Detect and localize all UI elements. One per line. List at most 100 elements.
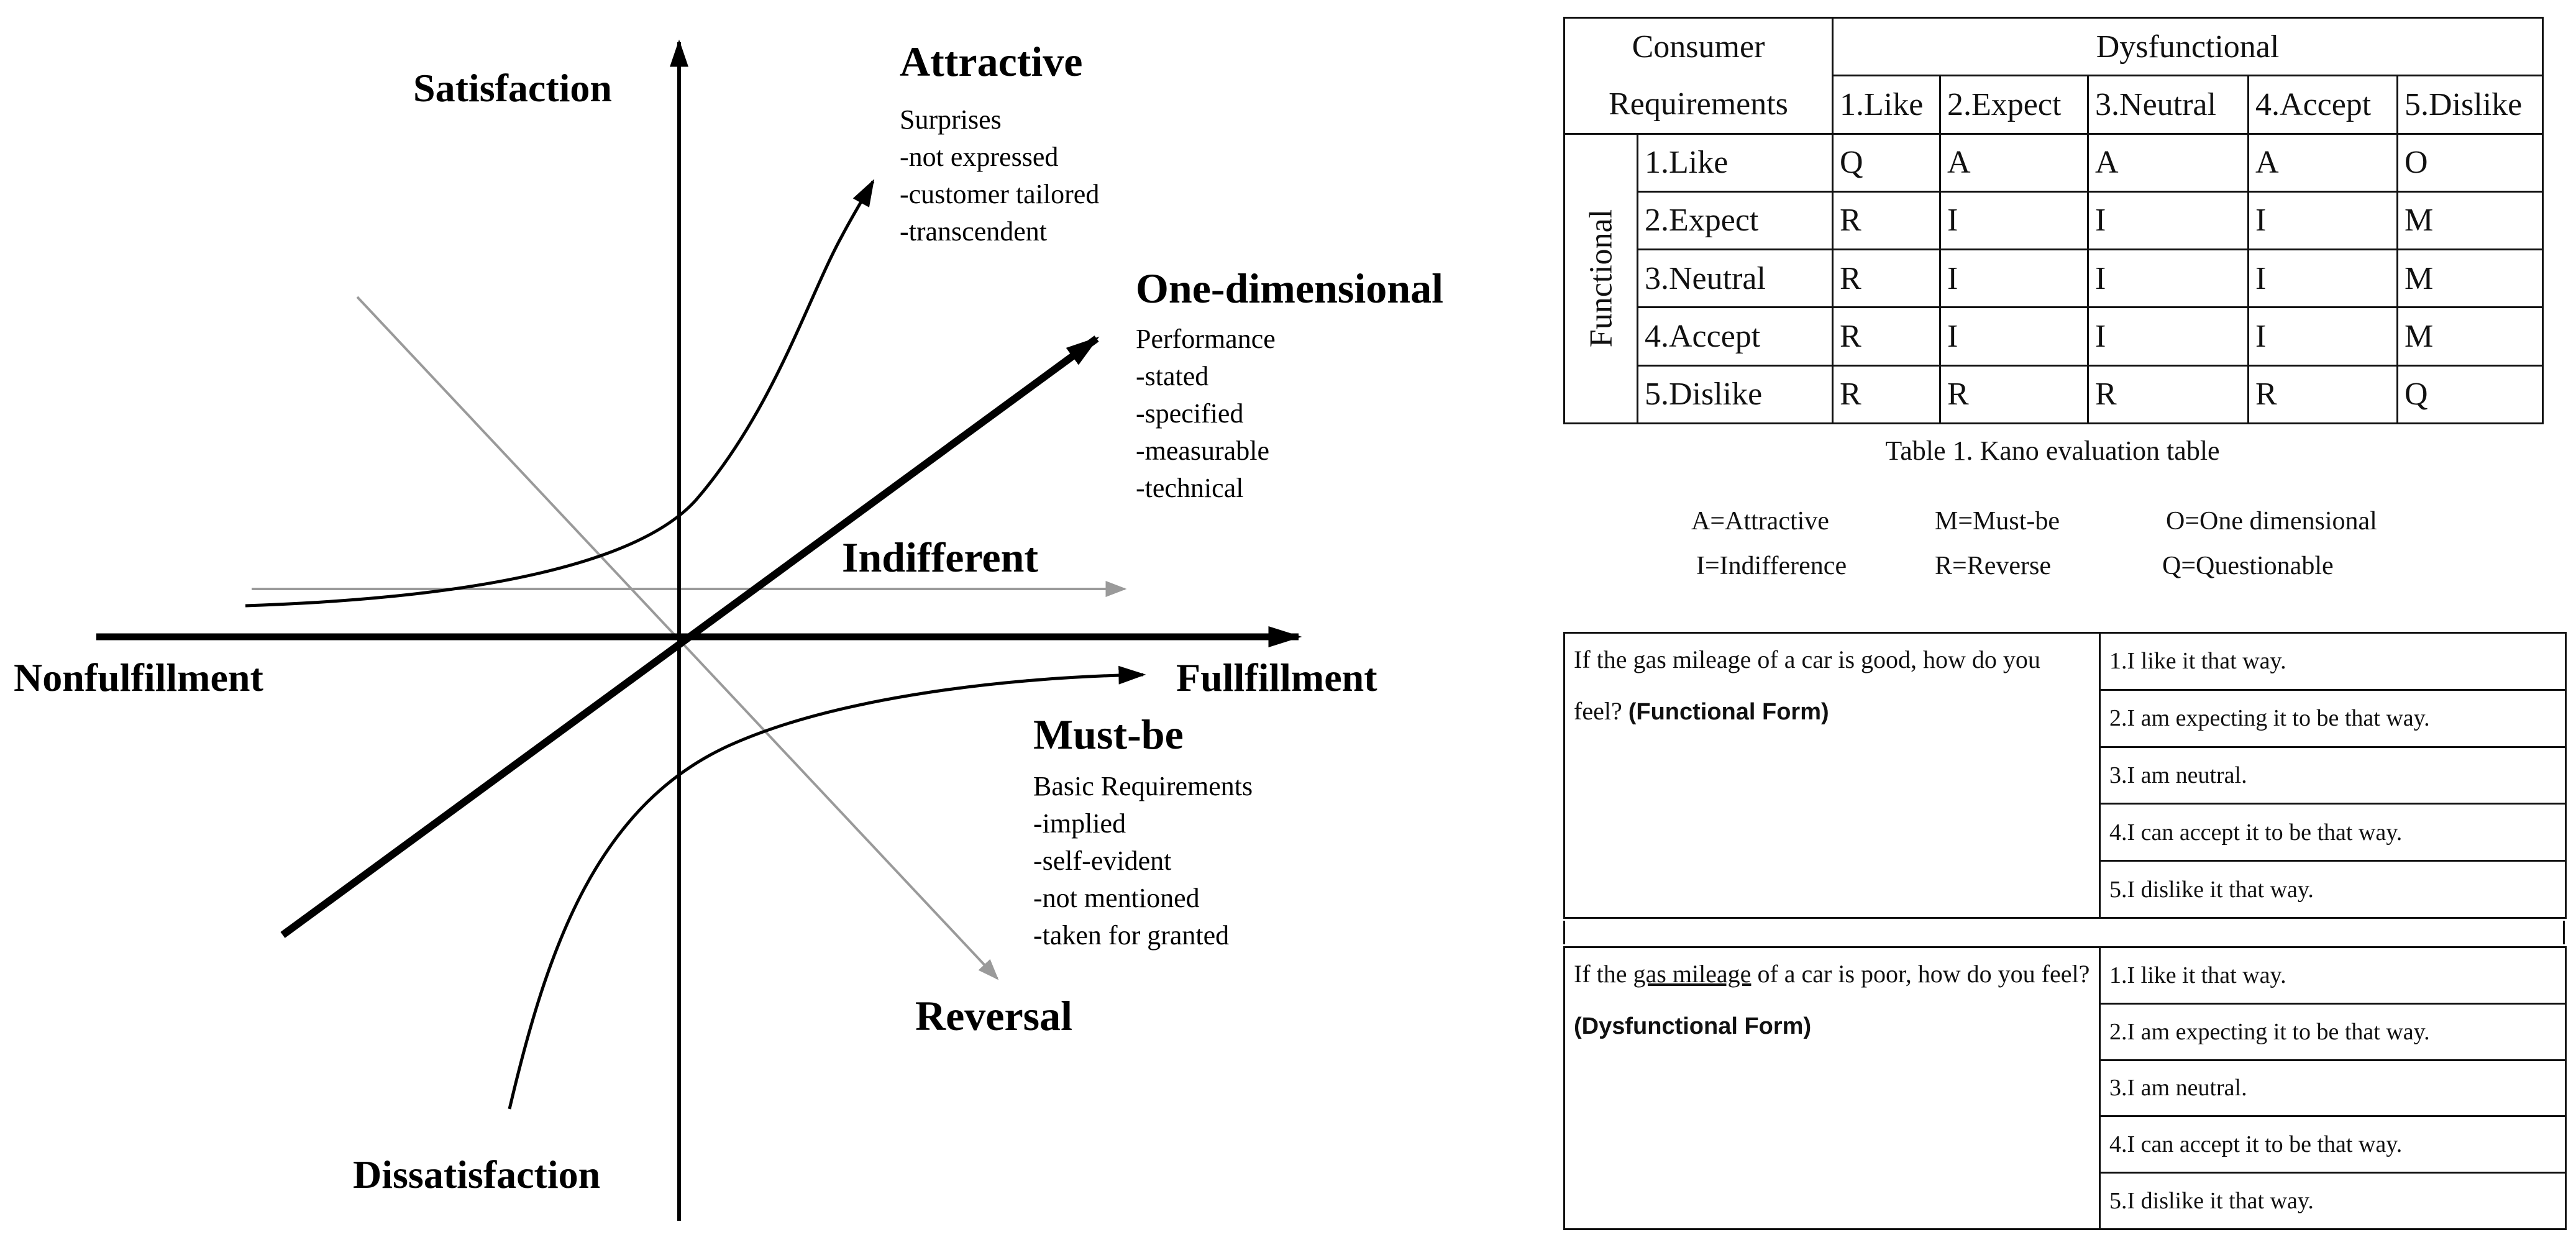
attractive-desc-3: -transcendent [900, 216, 1047, 247]
questionnaire-spacer [1563, 921, 2565, 944]
answer-option[interactable]: 5.I dislike it that way. [2099, 1172, 2567, 1230]
must-be-desc-2: -self-evident [1033, 846, 1171, 876]
answer-option[interactable]: 3.I am neutral. [2099, 746, 2567, 805]
one-dimensional-title: One-dimensional [1136, 265, 1443, 312]
attractive-desc-2: -customer tailored [900, 179, 1099, 209]
fulfillment-label: Fullfillment [1176, 655, 1377, 700]
functional-header: Functional [1583, 209, 1619, 348]
reversal-title: Reversal [915, 992, 1072, 1039]
table-cell: I [2247, 306, 2399, 367]
table-row: 2.Expect R I I I M [1564, 190, 2544, 251]
legend-item: Q=Questionable [2162, 552, 2334, 580]
answer-option[interactable]: 5.I dislike it that way. [2099, 860, 2567, 919]
table-cell: R [1832, 249, 1942, 309]
answer-option[interactable]: 3.I am neutral. [2099, 1059, 2567, 1118]
legend-item: R=Reverse [1935, 552, 2051, 580]
table-cell: Q [2396, 364, 2544, 425]
row-header: 1.Like [1636, 132, 1834, 193]
must-be-desc-1: -implied [1033, 808, 1126, 839]
dysfunctional-question-post: of a car is poor, how do you feel? [1757, 960, 2090, 988]
attractive-title: Attractive [900, 38, 1082, 85]
table-row: Functional 1.Like Q A A A O [1563, 132, 2544, 425]
table-cell: M [2396, 306, 2544, 367]
table-cell: I [2087, 249, 2250, 309]
answer-option[interactable]: 1.I like it that way. [2099, 946, 2567, 1005]
dysfunctional-header: Dysfunctional [1832, 16, 2544, 76]
dysfunctional-question-cell: If the gas mileage of a car is poor, how… [1563, 946, 2101, 1230]
one-dimensional-desc-4: -technical [1136, 473, 1243, 503]
table-caption: Table 1. Kano evaluation table [1885, 436, 2220, 466]
kano-evaluation-table: Consumer Dysfunctional Requirements 1.Li… [1563, 16, 2544, 425]
one-dimensional-desc-2: -specified [1136, 398, 1243, 429]
must-be-desc-4: -taken for granted [1033, 920, 1229, 951]
answer-option[interactable]: 2.I am expecting it to be that way. [2099, 688, 2567, 748]
attractive-desc-1: -not expressed [900, 142, 1058, 172]
dysfunctional-form-label: (Dysfunctional Form) [1574, 1013, 1812, 1039]
consumer-requirements-header: Consumer [1563, 16, 1834, 76]
column-header: 3.Neutral [2087, 75, 2250, 135]
dysfunctional-question-table: If the gas mileage of a car is poor, how… [1563, 946, 2567, 1230]
row-header: 4.Accept [1636, 306, 1834, 367]
kano-model-diagram: Satisfaction Dissatisfaction Nonfulfillm… [14, 38, 1443, 1221]
table-cell: A [2087, 132, 2250, 193]
table-row: 4.Accept R I I I M [1564, 306, 2544, 367]
answer-option[interactable]: 1.I like it that way. [2099, 632, 2567, 691]
row-header: 3.Neutral [1636, 249, 1834, 309]
column-header: 4.Accept [2247, 75, 2399, 135]
functional-header-cell: Functional [1563, 132, 1638, 425]
dysfunctional-question-underlined: gas mileage [1633, 960, 1752, 988]
functional-question-text: If the gas mileage of a car is good, how… [1574, 645, 2040, 725]
answer-option[interactable]: 4.I can accept it to be that way. [2099, 803, 2567, 862]
table-cell: I [2087, 306, 2250, 367]
must-be-curve [508, 665, 1146, 1110]
table-cell: M [2396, 249, 2544, 309]
table-cell: I [2247, 190, 2399, 251]
legend-item: I=Indifference [1696, 552, 1847, 580]
table-cell: I [1939, 249, 2090, 309]
consumer-requirements-header-line2: Requirements [1563, 75, 1834, 135]
must-be-desc-0: Basic Requirements [1033, 771, 1253, 801]
column-header: 5.Dislike [2396, 75, 2544, 135]
satisfaction-label: Satisfaction [413, 66, 612, 110]
row-header: 5.Dislike [1636, 364, 1834, 425]
table-cell: R [2087, 364, 2250, 425]
table-cell: I [1939, 306, 2090, 367]
indifferent-title: Indifferent [842, 534, 1038, 581]
one-dimensional-line [280, 335, 1100, 938]
table-cell: I [1939, 190, 2090, 251]
table-cell: Q [1832, 132, 1942, 193]
row-header: 2.Expect [1636, 190, 1834, 251]
functional-form-label: (Functional Form) [1628, 699, 1829, 725]
table-cell: R [2247, 364, 2399, 425]
legend-item: O=One dimensional [2166, 507, 2377, 536]
table-row: 3.Neutral R I I I M [1564, 249, 2544, 309]
dissatisfaction-label: Dissatisfaction [353, 1152, 600, 1197]
answer-option[interactable]: 2.I am expecting it to be that way. [2099, 1002, 2567, 1061]
column-header: 2.Expect [1939, 75, 2090, 135]
one-dimensional-desc-0: Performance [1136, 324, 1276, 354]
legend-item: M=Must-be [1935, 507, 2060, 536]
table-cell: R [1832, 306, 1942, 367]
nonfulfillment-label: Nonfulfillment [14, 655, 263, 700]
table-cell: A [1939, 132, 2090, 193]
functional-question-cell: If the gas mileage of a car is good, how… [1563, 632, 2101, 919]
column-header: 1.Like [1832, 75, 1942, 135]
one-dimensional-desc-3: -measurable [1136, 436, 1269, 466]
table-row: 5.Dislike R R R R Q [1564, 364, 2544, 425]
kano-diagram-svg: Satisfaction Dissatisfaction Nonfulfillm… [14, 38, 1443, 1221]
table-cell: O [2396, 132, 2544, 193]
must-be-desc-3: -not mentioned [1033, 883, 1200, 913]
table-cell: I [2087, 190, 2250, 251]
table-cell: M [2396, 190, 2544, 251]
legend-item: A=Attractive [1691, 507, 1829, 536]
must-be-title: Must-be [1033, 711, 1184, 758]
answer-option[interactable]: 4.I can accept it to be that way. [2099, 1115, 2567, 1174]
table-cell: R [1939, 364, 2090, 425]
table-cell: I [2247, 249, 2399, 309]
table-cell: A [2247, 132, 2399, 193]
table-cell: R [1832, 190, 1942, 251]
attractive-curve [245, 179, 875, 608]
functional-question-table: If the gas mileage of a car is good, how… [1563, 632, 2567, 919]
one-dimensional-desc-1: -stated [1136, 361, 1208, 391]
dysfunctional-question-pre: If the [1574, 960, 1627, 988]
